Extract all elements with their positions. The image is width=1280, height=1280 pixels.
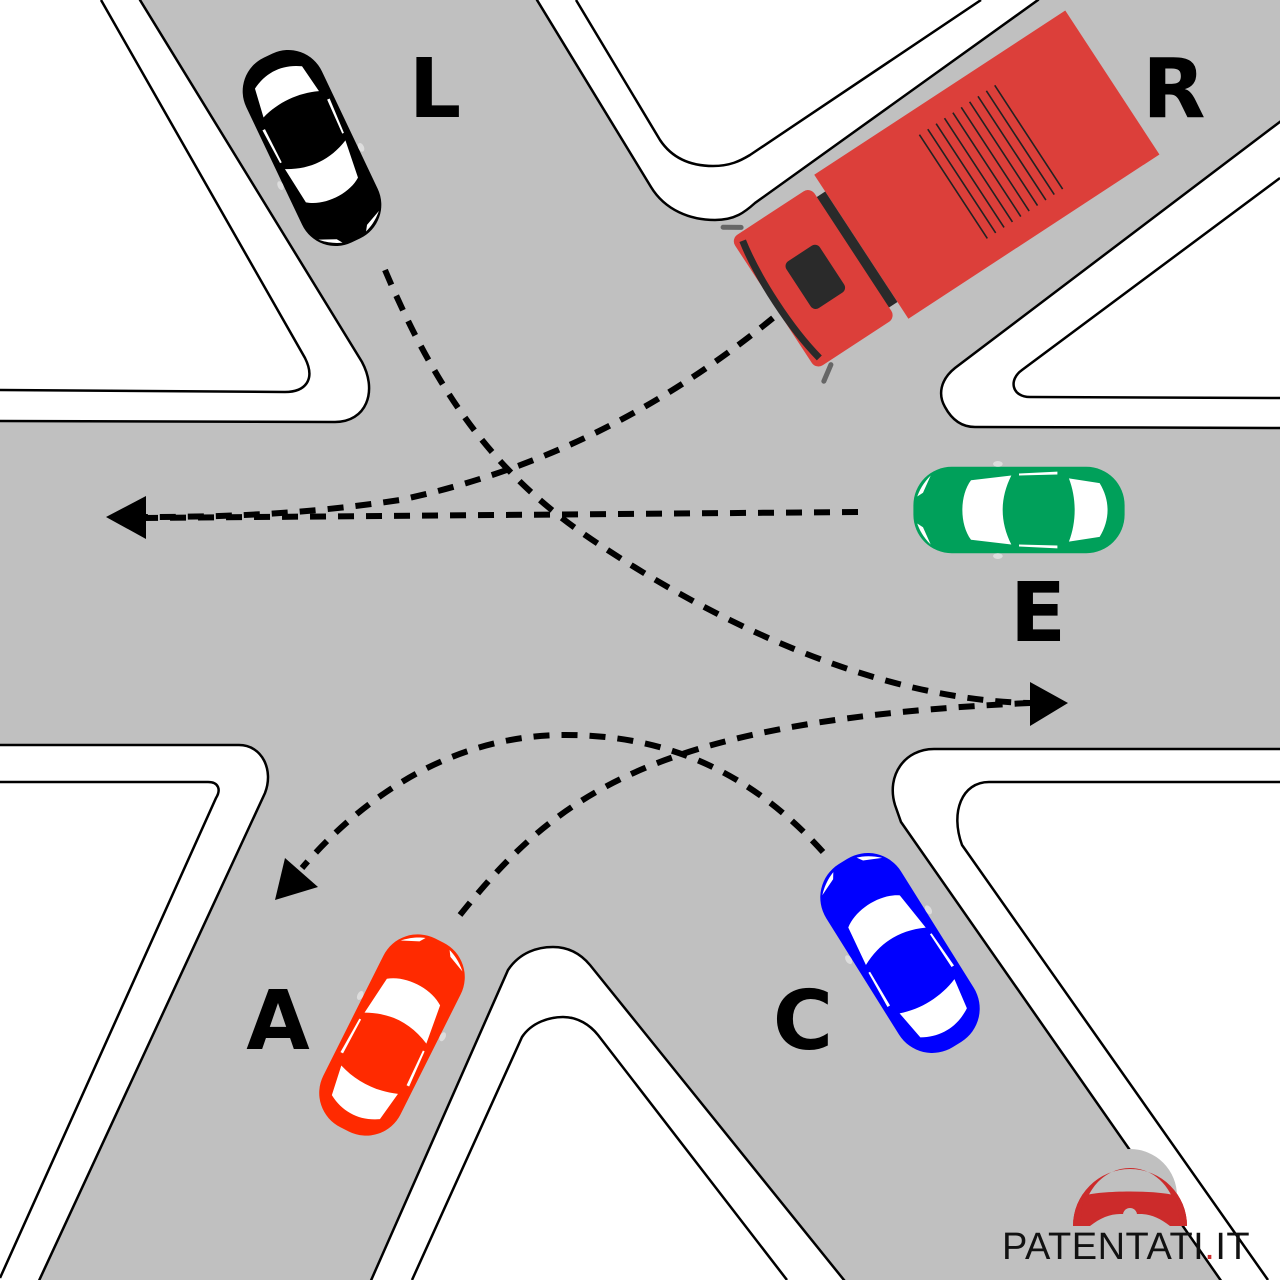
logo-text-main: PATENTATI (1002, 1226, 1204, 1268)
car-E-green (913, 461, 1125, 559)
label-C: C (773, 974, 833, 1069)
logo-text-tld: IT (1215, 1226, 1250, 1268)
sidewalk-bottom-right (891, 747, 1280, 1280)
label-E: E (1010, 566, 1066, 661)
arrowhead-down-left-icon (275, 858, 318, 900)
patentati-logo: PATENTATI.IT (1002, 1149, 1250, 1268)
logo-text-dot: . (1204, 1226, 1215, 1268)
arrowhead-right-icon (1030, 682, 1068, 726)
cargo-stripes (918, 84, 1064, 239)
label-R: R (1142, 42, 1205, 137)
sidewalk-bottom-left (0, 743, 270, 1280)
logo-text: PATENTATI.IT (1002, 1226, 1250, 1268)
sidewalk-top-center (535, 0, 1040, 222)
sidewalk-right-top (939, 120, 1280, 430)
truck-R-red (720, 10, 1160, 384)
trajectory-C (299, 731, 826, 870)
trajectory-E (139, 509, 859, 521)
label-A: A (246, 974, 310, 1069)
cab-roof-window (785, 244, 846, 309)
steering-wheel-icon (1073, 1149, 1187, 1226)
arrowhead-left-icon (106, 496, 146, 539)
sidewalk-bottom-center (369, 945, 846, 1280)
sidewalk-top-left (0, 0, 371, 424)
trajectory-L (382, 268, 1031, 706)
trajectory-R (139, 315, 775, 520)
trajectory-A (457, 700, 1031, 917)
label-L: L (409, 42, 461, 137)
